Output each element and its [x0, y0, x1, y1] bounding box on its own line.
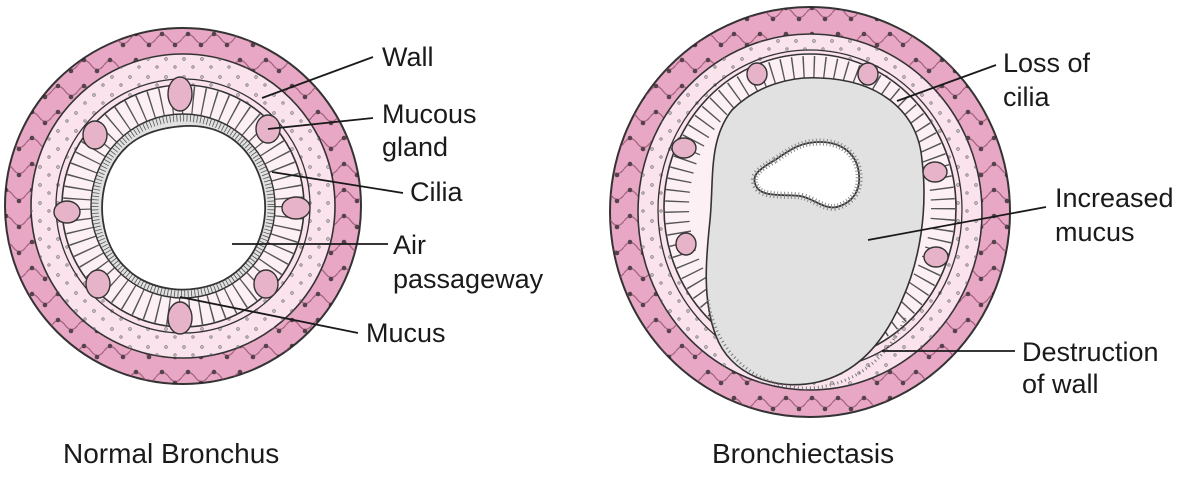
normal-leader-lines [179, 56, 404, 334]
gland [746, 62, 768, 86]
air-passageway-label-line1: Air [393, 230, 426, 260]
destruction-of-wall-label-line2: of wall [1022, 369, 1099, 399]
bronchiectasis [609, 6, 1047, 418]
cilia-leader-line [271, 171, 404, 194]
loss-of-cilia-label-line2: cilia [1003, 82, 1050, 112]
destruction-of-wall-label-line1: Destruction [1022, 337, 1159, 367]
increased-mucus-label-line1: Increased [1055, 183, 1174, 213]
bronch-increased-mucus [705, 76, 925, 386]
gland [675, 232, 697, 256]
wall-leader-line [261, 56, 374, 99]
normal-cilia [91, 114, 275, 298]
loss-leader-line [896, 64, 997, 102]
gland-leader-line [267, 117, 374, 130]
mucous-gland-label-line2: gland [382, 132, 449, 162]
increased-mucus-label-line2: mucus [1055, 217, 1135, 247]
mucus-leader-line [179, 296, 359, 334]
gland [923, 246, 949, 268]
gland [82, 120, 108, 150]
gland [671, 137, 697, 159]
normal-air-lumen [101, 125, 266, 291]
air-passageway-label-line2: passageway [393, 264, 544, 294]
bronchiectasis-caption: Bronchiectasis [712, 438, 895, 469]
bronch-lumen-rim [751, 138, 863, 211]
gland [922, 161, 948, 183]
gland [281, 196, 311, 220]
gland [167, 76, 193, 112]
cilia-label: Cilia [410, 177, 463, 207]
gland [167, 301, 193, 335]
increased-leader-line [867, 206, 1047, 241]
bronch-wall-destruction [706, 299, 908, 390]
gland [85, 269, 111, 299]
wall-label: Wall [382, 42, 434, 72]
loss-of-cilia-label-line1: Loss of [1003, 48, 1091, 78]
gland [53, 200, 81, 224]
normal-bronchus-caption: Normal Bronchus [63, 438, 280, 469]
bronch-mucous-glands [671, 62, 949, 268]
bronch-epithelium-cells [665, 56, 955, 360]
mucus-label: Mucus [366, 318, 446, 348]
bronch-leader-lines [867, 64, 1047, 352]
normal-mucous-glands [53, 76, 311, 335]
gland [857, 62, 879, 86]
normal-bronchus [4, 27, 404, 385]
gland [253, 269, 279, 299]
mucous-gland-label-line1: Mucous [382, 99, 477, 129]
